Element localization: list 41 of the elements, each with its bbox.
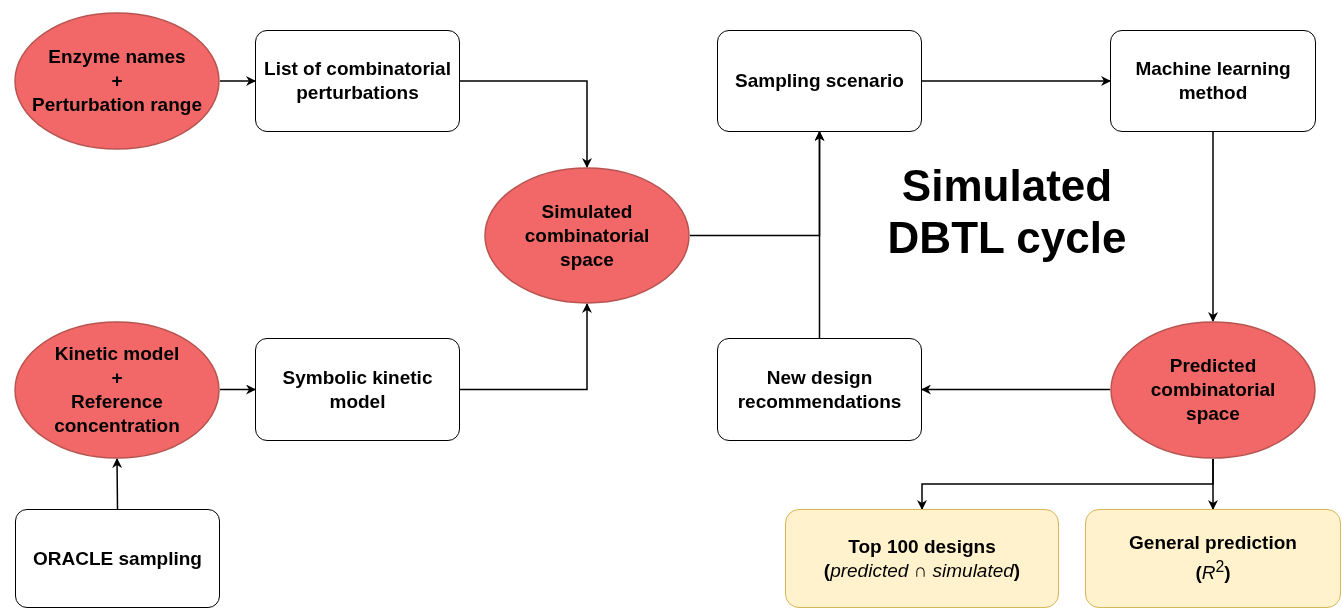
node-text: New design recommendations: [736, 365, 903, 414]
node-text: Top 100 designs: [848, 534, 996, 559]
node-text: +: [111, 69, 123, 93]
process-box: [717, 30, 922, 132]
result-box: [1085, 509, 1341, 608]
node-text: Kinetic model: [54, 342, 180, 366]
process-box: [717, 338, 922, 441]
node-text: ORACLE sampling: [33, 546, 202, 571]
arrow: [459, 303, 592, 391]
node-text: Enzyme names: [48, 45, 186, 69]
arrow: [219, 76, 256, 86]
node-text: Machine learning method: [1134, 57, 1292, 105]
node-text: Perturbation range: [32, 93, 202, 117]
node-text: (predicted ∩ simulated): [823, 558, 1021, 583]
arrow: [814, 131, 825, 339]
arrow: [219, 384, 256, 395]
arrow: [459, 80, 592, 168]
node-text: Simulated combinatorial space: [523, 199, 651, 272]
node-text: Reference concentration: [53, 390, 181, 438]
arrow: [112, 458, 123, 510]
node-text: List of combinatorial perturbations: [263, 57, 452, 105]
node-text: +: [111, 366, 123, 390]
node-text: (R$^{2}$): [1195, 557, 1231, 586]
process-box: [255, 338, 460, 441]
node-text: Sampling scenario: [735, 69, 904, 93]
node-text: Predicted combinatorial space: [1149, 354, 1277, 426]
arrow: [1208, 458, 1218, 510]
arrow: [921, 76, 1111, 86]
process-ellipse: [484, 167, 690, 304]
arrow: [921, 384, 1111, 395]
process-box: [1110, 30, 1316, 132]
result-box: [785, 509, 1059, 608]
process-box: [15, 509, 220, 608]
arrow: [1208, 131, 1218, 322]
process-ellipse: [1110, 321, 1316, 459]
node-text: Symbolic kinetic model: [281, 365, 434, 414]
process-ellipse: [14, 321, 220, 459]
node-text: General prediction: [1129, 531, 1297, 556]
cycle-title: Simulated DBTL cycle: [886, 160, 1128, 264]
process-box: [255, 30, 460, 132]
process-ellipse: [14, 12, 220, 150]
